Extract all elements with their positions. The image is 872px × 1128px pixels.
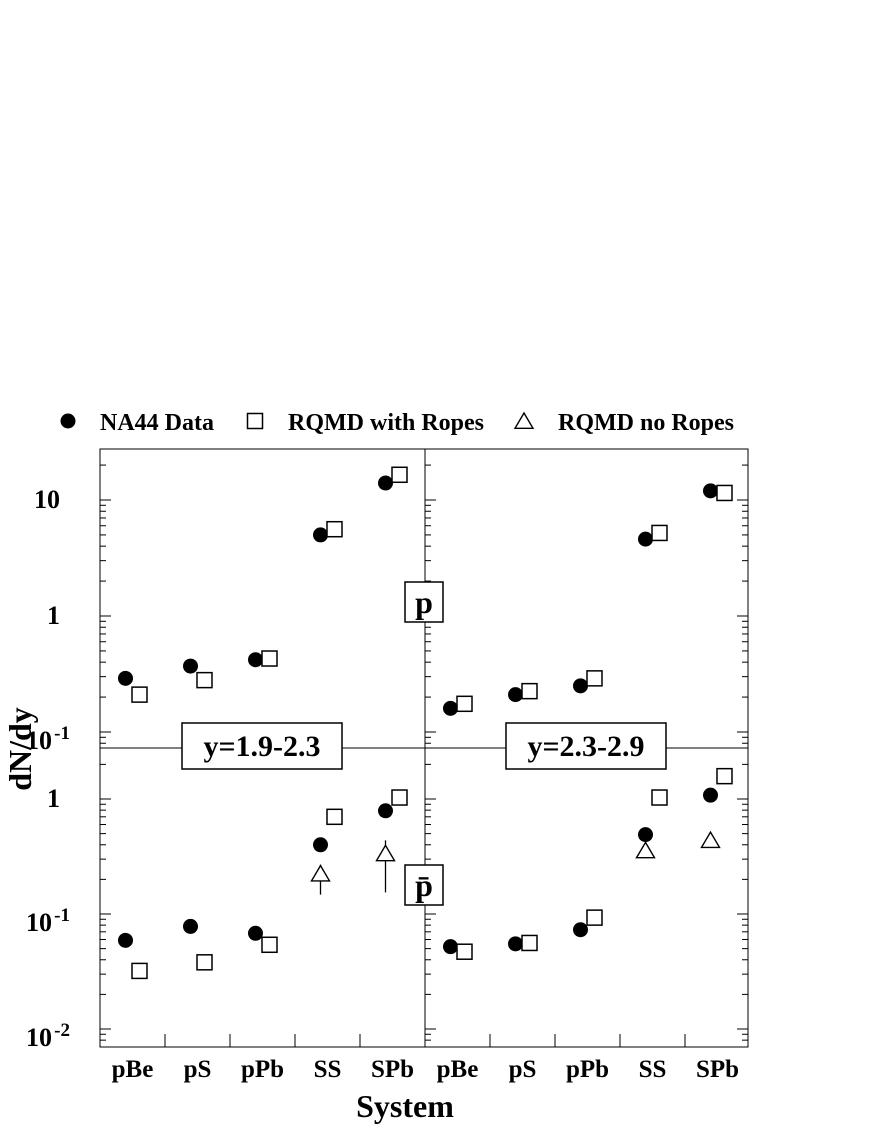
y-tick-label: 10	[34, 485, 60, 514]
data-point-na44	[573, 922, 588, 938]
y-axis-label: dN/dy	[2, 707, 38, 791]
data-point-rqmd-ropes	[131, 686, 148, 703]
legend-marker-rqmd-ropes	[246, 412, 264, 430]
data-point-na44	[443, 700, 458, 716]
data-point-rqmd-no-ropes	[700, 830, 721, 849]
y-tick-label: 1	[47, 784, 60, 813]
data-point-rqmd-ropes	[651, 524, 668, 542]
data-point-na44	[703, 483, 718, 499]
data-point-rqmd-ropes	[521, 682, 538, 700]
legend-label: RQMD with Ropes	[288, 410, 484, 436]
data-point-rqmd-ropes	[716, 767, 733, 785]
data-point-rqmd-ropes	[261, 650, 278, 667]
data-point-na44	[508, 687, 523, 703]
legend-label: RQMD no Ropes	[558, 410, 734, 436]
data-point-rqmd-no-ropes	[635, 841, 656, 859]
x-tick-label: SS	[639, 1056, 667, 1083]
y-tick-label-exponent: -1	[54, 723, 70, 744]
data-point-na44	[118, 932, 133, 948]
x-tick-label: SS	[314, 1056, 342, 1083]
data-point-na44	[378, 803, 393, 819]
data-point-na44	[508, 936, 523, 952]
particle-label: p̄	[415, 867, 433, 903]
y-tick-label: 10	[26, 908, 52, 937]
data-point-rqmd-ropes	[456, 943, 473, 960]
x-tick-label: pPb	[566, 1056, 609, 1083]
x-tick-label: pS	[184, 1056, 212, 1083]
x-tick-label: pPb	[241, 1056, 284, 1083]
x-tick-label: SPb	[371, 1056, 414, 1083]
x-tick-label: pBe	[112, 1056, 154, 1083]
rapidity-label-box	[181, 722, 343, 770]
rapidity-label-box	[505, 722, 667, 770]
data-point-na44	[118, 670, 133, 686]
data-point-na44	[183, 918, 198, 934]
data-point-na44	[573, 678, 588, 694]
y-tick-label: 10	[26, 1023, 52, 1052]
data-point-na44	[443, 939, 458, 955]
x-tick-label: pS	[509, 1056, 537, 1083]
y-tick-label-exponent: -1	[54, 905, 70, 926]
data-point-na44	[638, 827, 653, 843]
particle-label: p	[415, 584, 433, 620]
x-tick-label: pBe	[437, 1056, 479, 1083]
rapidity-label: y=1.9-2.3	[203, 730, 320, 763]
data-point-rqmd-ropes	[456, 695, 473, 713]
data-point-rqmd-no-ropes	[375, 843, 396, 862]
data-point-rqmd-ropes	[391, 466, 408, 484]
y-tick-label: 1	[47, 601, 60, 630]
data-point-rqmd-ropes	[131, 962, 148, 980]
data-point-rqmd-ropes	[521, 934, 538, 952]
data-point-rqmd-ropes	[586, 909, 603, 926]
x-tick-label: SPb	[696, 1056, 739, 1083]
data-point-na44	[378, 475, 393, 491]
data-point-rqmd-ropes	[196, 954, 213, 971]
legend-label: NA44 Data	[100, 410, 214, 436]
data-point-na44	[183, 658, 198, 674]
data-point-na44	[248, 652, 263, 668]
data-point-na44	[703, 787, 718, 803]
data-point-rqmd-ropes	[391, 789, 408, 806]
rapidity-label: y=2.3-2.9	[527, 730, 644, 763]
data-point-rqmd-ropes	[326, 808, 343, 826]
data-point-rqmd-ropes	[651, 789, 668, 806]
legend-marker-rqmd-no-ropes	[513, 411, 535, 429]
data-point-rqmd-ropes	[196, 671, 213, 689]
data-point-rqmd-ropes	[716, 484, 733, 502]
data-point-na44	[313, 527, 328, 543]
data-point-na44	[638, 531, 653, 547]
data-point-rqmd-no-ropes	[310, 864, 331, 882]
data-point-rqmd-ropes	[586, 670, 603, 687]
particle-label-box	[404, 864, 444, 906]
data-point-na44	[248, 925, 263, 941]
data-point-rqmd-ropes	[261, 936, 278, 954]
y-tick-label-exponent: -2	[54, 1020, 70, 1041]
x-axis-label: System	[356, 1088, 454, 1124]
y-tick-label: 10	[26, 726, 52, 755]
data-point-rqmd-ropes	[326, 520, 343, 538]
particle-label-box	[404, 581, 444, 623]
data-point-na44	[313, 837, 328, 853]
legend-marker-na44	[60, 413, 76, 429]
